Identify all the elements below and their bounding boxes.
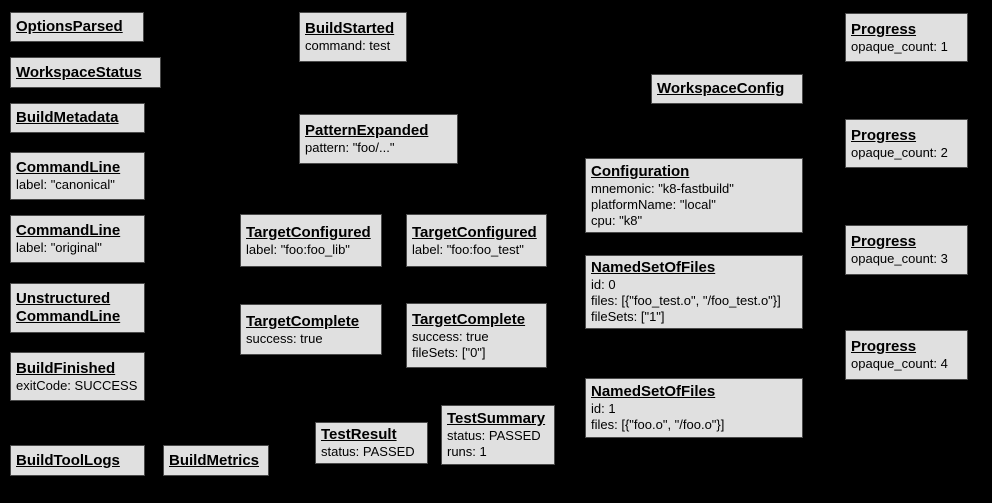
node-field: cpu: "k8" xyxy=(591,212,643,228)
node-field: mnemonic: "k8-fastbuild" xyxy=(591,180,734,196)
node-title: BuildMetrics xyxy=(169,451,260,469)
node-title: Progress xyxy=(851,338,917,355)
node-field: id: 0 xyxy=(591,277,616,292)
node-title: NamedSetOfFiles xyxy=(591,383,716,400)
node-title: Unstructured CommandLine xyxy=(16,290,121,325)
node-title: TargetConfigured xyxy=(412,223,537,241)
node-workspace-config: WorkspaceConfig xyxy=(651,74,803,104)
node-build-metrics: BuildMetrics xyxy=(163,445,269,476)
node-title: CommandLine xyxy=(16,159,121,176)
node-field: opaque_count: 2 xyxy=(851,144,948,160)
node-field: fileSets: ["1"] xyxy=(591,309,665,324)
node-title: WorkspaceConfig xyxy=(657,80,785,97)
node-field: opaque_count: 4 xyxy=(851,356,948,371)
node-title: Configuration xyxy=(591,162,690,180)
node-title: BuildFinished xyxy=(16,359,116,377)
node-title: BuildToolLogs xyxy=(16,451,120,469)
node-title: TargetComplete xyxy=(246,312,360,330)
node-title: PatternExpanded xyxy=(305,122,429,139)
node-field: label: "original" xyxy=(16,240,102,255)
node-title: TargetConfigured xyxy=(246,223,371,241)
node-field: opaque_count: 3 xyxy=(851,251,948,266)
node-field: success: true xyxy=(246,330,323,346)
node-title: Progress xyxy=(851,20,917,38)
node-field: id: 1 xyxy=(591,401,616,416)
node-field: fileSets: ["0"] xyxy=(412,344,486,360)
node-field: command: test xyxy=(305,38,391,53)
node-field: label: "canonical" xyxy=(16,177,115,192)
node-field: label: "foo:foo_test" xyxy=(412,241,524,257)
node-field: files: [{"foo.o", "/foo.o"}] xyxy=(591,417,725,432)
node-options-parsed: OptionsParsed xyxy=(10,12,144,42)
node-title: WorkspaceStatus xyxy=(16,63,142,81)
node-field: success: true xyxy=(412,328,489,344)
node-title: TestSummary xyxy=(447,410,546,427)
node-title: NamedSetOfFiles xyxy=(591,259,716,276)
node-field: status: PASSED xyxy=(321,444,415,459)
node-field: exitCode: SUCCESS xyxy=(16,377,138,393)
node-field: label: "foo:foo_lib" xyxy=(246,241,350,257)
node-title: Progress xyxy=(851,126,917,144)
node-field: pattern: "foo/..." xyxy=(305,140,395,155)
node-workspace-status: WorkspaceStatus xyxy=(10,57,161,88)
node-build-metadata: BuildMetadata xyxy=(10,103,145,133)
node-unstructured-command-line: Unstructured CommandLine xyxy=(10,283,145,333)
node-build-tool-logs: BuildToolLogs xyxy=(10,445,145,476)
node-field: status: PASSED xyxy=(447,428,541,443)
node-title: TestResult xyxy=(321,426,397,443)
node-field: files: [{"foo_test.o", "/foo_test.o"}] xyxy=(591,293,781,308)
node-title: CommandLine xyxy=(16,222,121,239)
node-title: OptionsParsed xyxy=(16,18,123,35)
node-field: runs: 1 xyxy=(447,444,487,459)
node-title: BuildStarted xyxy=(305,20,395,37)
node-field: platformName: "local" xyxy=(591,196,716,212)
node-title: Progress xyxy=(851,233,917,250)
node-title: BuildMetadata xyxy=(16,109,119,126)
node-field: opaque_count: 1 xyxy=(851,38,948,54)
node-title: TargetComplete xyxy=(412,310,526,328)
